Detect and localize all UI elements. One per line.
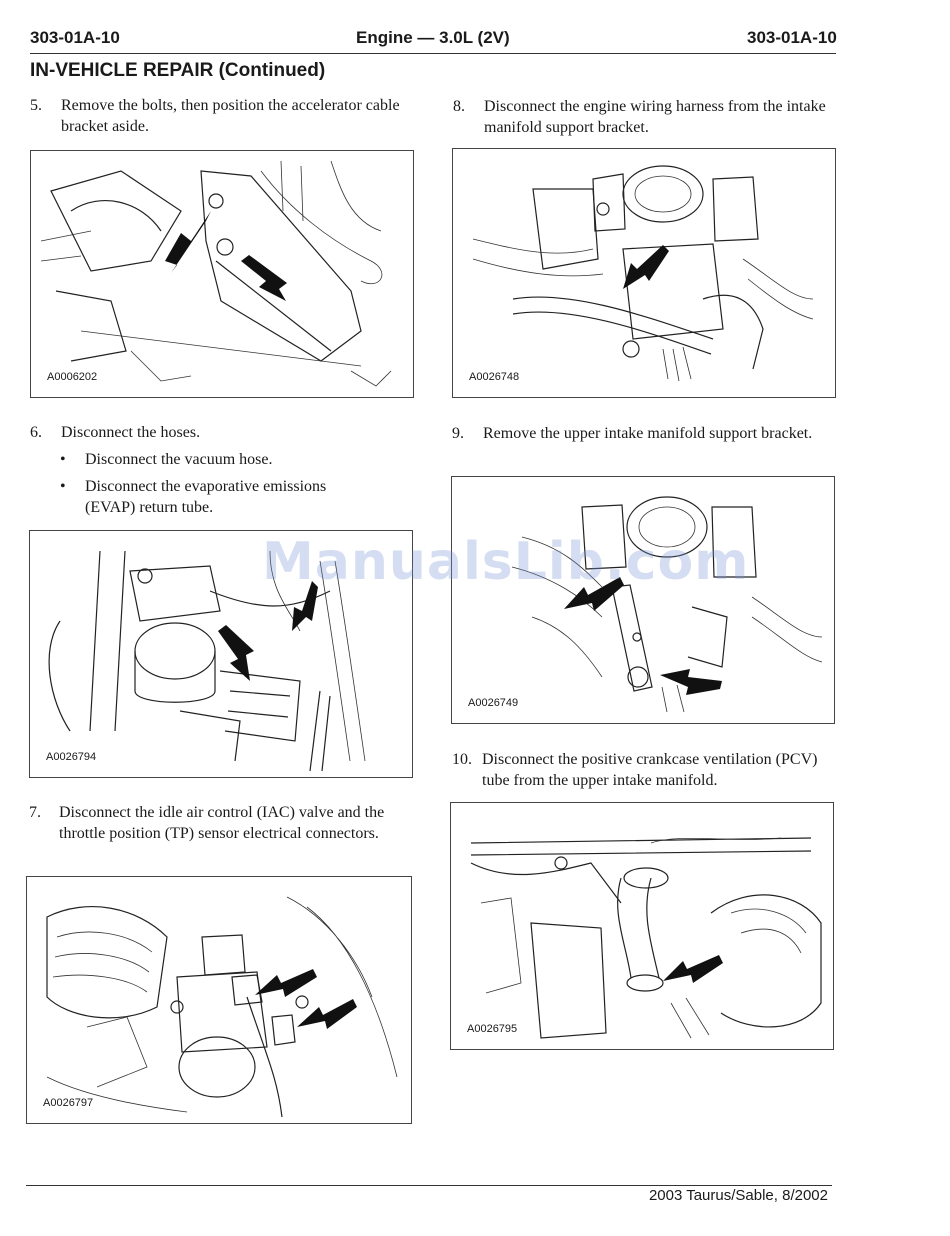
step-number: 10.: [452, 751, 472, 768]
step-5: 5. Remove the bolts, then position the a…: [30, 95, 420, 137]
step-number: 8.: [453, 98, 465, 115]
figure-label: A0026795: [465, 1023, 520, 1035]
step-text: Disconnect the positive crankcase ventil…: [482, 751, 818, 789]
figure-label: A0026748: [467, 371, 522, 383]
figure-label: A0026794: [44, 751, 99, 763]
step-number: 9.: [452, 425, 464, 442]
figure-a0006202: A0006202: [30, 150, 414, 398]
bullet-dot: •: [60, 478, 66, 495]
figure-a0026749: A0026749: [451, 476, 835, 724]
footer-text: 2003 Taurus/Sable, 8/2002: [648, 1187, 828, 1204]
bullet-item: • Disconnect the evaporative emissions (…: [60, 476, 380, 518]
bullet-item: • Disconnect the vacuum hose.: [60, 449, 380, 470]
step-text: Disconnect the engine wiring harness fro…: [484, 98, 826, 136]
bullet-text: Disconnect the evaporative emissions (EV…: [85, 478, 327, 516]
footer-rule: [26, 1185, 832, 1186]
step-8: 8. Disconnect the engine wiring harness …: [453, 96, 838, 138]
figure-label: A0006202: [45, 371, 100, 383]
bullet-dot: •: [60, 451, 66, 468]
page-number-right: 303-01A-10: [747, 28, 837, 47]
step-7: 7. Disconnect the idle air control (IAC)…: [29, 802, 419, 844]
step-text: Disconnect the hoses.: [61, 424, 201, 441]
step-number: 5.: [30, 97, 42, 114]
figure-label: A0026797: [41, 1097, 96, 1109]
figure-a0026797: A0026797: [26, 876, 412, 1124]
step-text: Remove the bolts, then position the acce…: [61, 97, 400, 135]
figure-label: A0026749: [466, 697, 521, 709]
step-text: Remove the upper intake manifold support…: [483, 425, 813, 442]
step-10: 10. Disconnect the positive crankcase ve…: [452, 749, 837, 791]
step-number: 7.: [29, 804, 41, 821]
header-rule: [30, 53, 836, 54]
figure-a0026795: A0026795: [450, 802, 834, 1050]
step-number: 6.: [30, 424, 42, 441]
step-text: Disconnect the idle air control (IAC) va…: [59, 804, 385, 842]
figure-a0026748: A0026748: [452, 148, 836, 398]
figure-a0026794: A0026794: [29, 530, 413, 778]
page-number-left: 303-01A-10: [30, 28, 120, 47]
bullet-text: Disconnect the vacuum hose.: [85, 451, 273, 468]
section-title: IN-VEHICLE REPAIR (Continued): [30, 60, 326, 81]
step-9: 9. Remove the upper intake manifold supp…: [452, 423, 837, 444]
chapter-title: Engine — 3.0L (2V): [356, 28, 510, 47]
watermark: ManualsLib.com: [262, 532, 750, 592]
step-6: 6. Disconnect the hoses.: [30, 422, 420, 443]
